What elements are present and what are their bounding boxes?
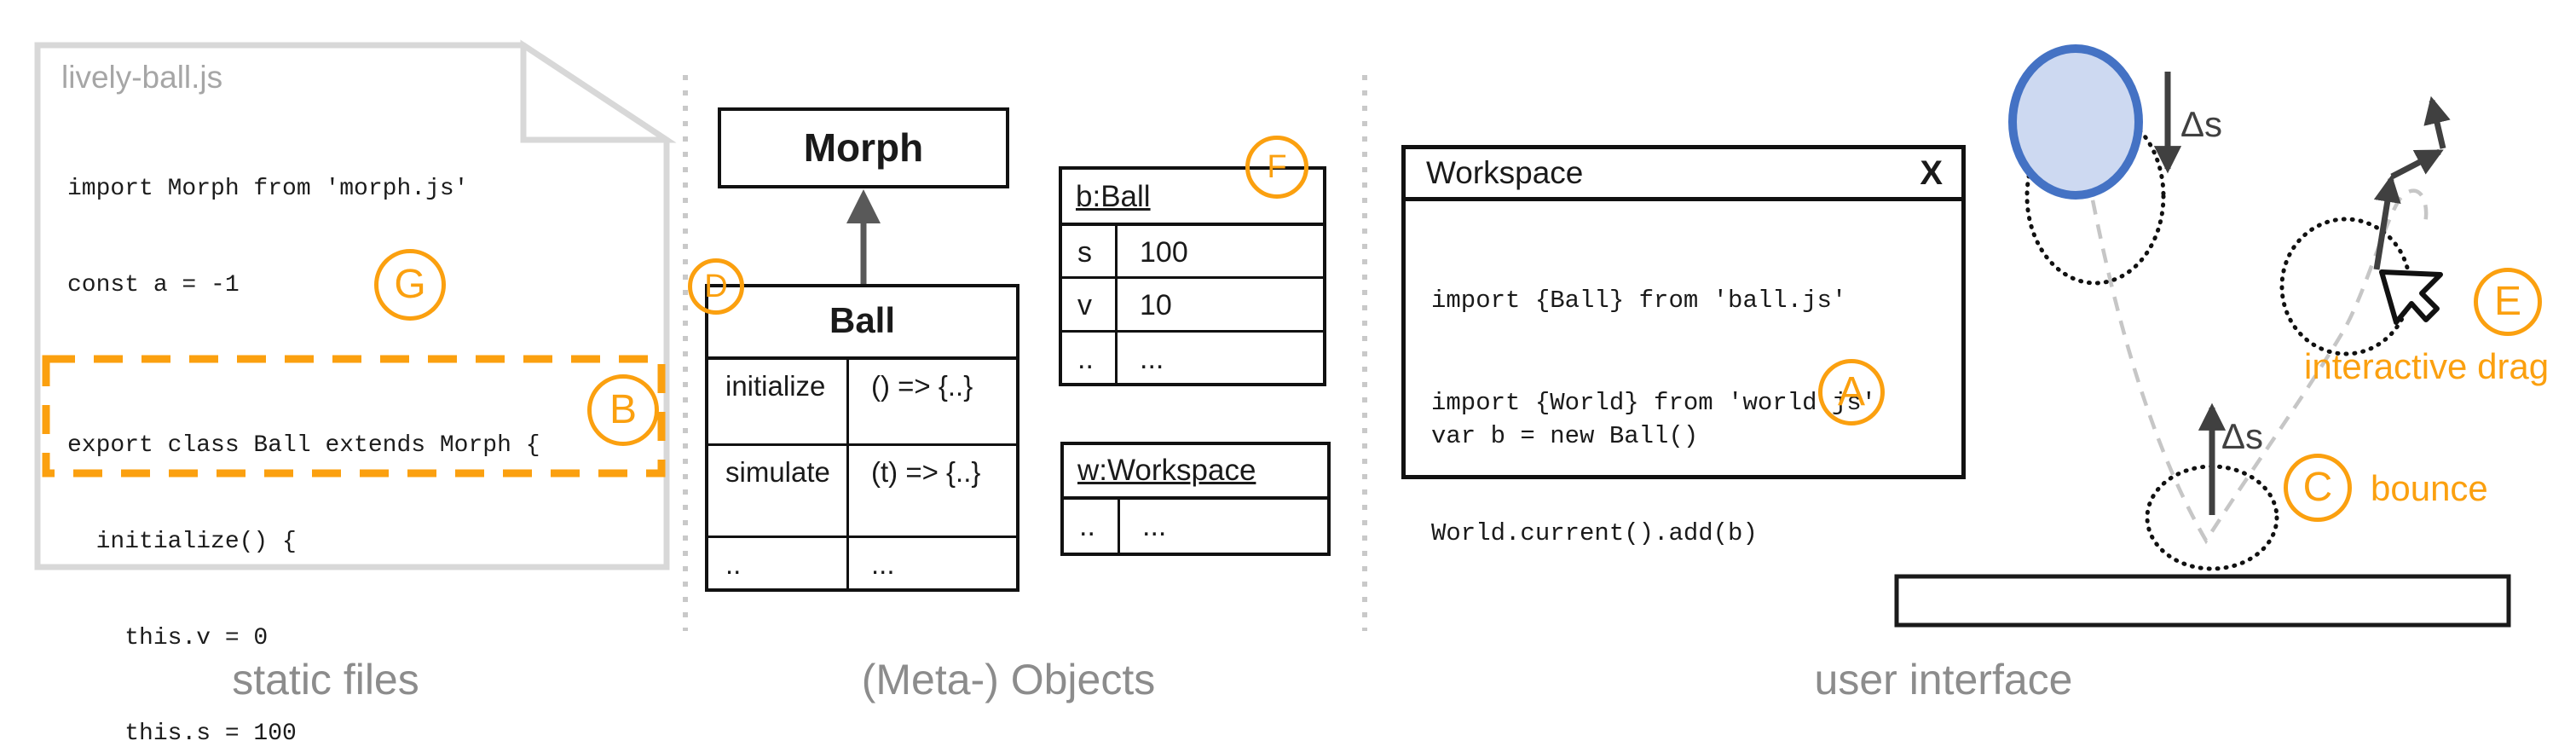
section-label-user-interface: user interface bbox=[1814, 656, 2073, 703]
method-value-cell: (t) => {..} bbox=[871, 456, 981, 488]
table-row: v 10 bbox=[1062, 279, 1323, 333]
code-line: var b = new Ball() bbox=[1431, 422, 1699, 450]
mouse-cursor-icon bbox=[2379, 269, 2443, 325]
code-line: initialize() { bbox=[67, 528, 297, 555]
field-name-cell: v bbox=[1062, 279, 1118, 330]
badge-d: D bbox=[688, 258, 744, 315]
window-title: Workspace bbox=[1426, 155, 1584, 190]
object-header: b:Ball bbox=[1062, 170, 1323, 226]
field-name-cell: .. bbox=[1062, 333, 1118, 383]
badge-a: A bbox=[1818, 359, 1885, 425]
file-sheet bbox=[34, 42, 670, 570]
w-workspace-object-table: w:Workspace .. ... bbox=[1060, 442, 1331, 556]
inheritance-arrow-head-icon bbox=[846, 189, 881, 223]
method-value-cell: () => {..} bbox=[871, 370, 973, 402]
file-code-block: import Morph from 'morph.js' const a = -… bbox=[67, 109, 540, 741]
badge-c: C bbox=[2284, 454, 2352, 522]
highlight-box-simulate bbox=[42, 355, 666, 478]
table-row: .. ... bbox=[1062, 333, 1323, 383]
bounce-label: bounce bbox=[2371, 468, 2488, 508]
field-name-cell: .. bbox=[1064, 500, 1120, 553]
code-line: this.v = 0 bbox=[67, 624, 269, 651]
morph-class-name: Morph bbox=[803, 125, 924, 170]
code-line: World.current().add(b) bbox=[1431, 519, 1758, 547]
badge-g: G bbox=[374, 249, 446, 321]
b-ball-object-table: b:Ball s 100 v 10 .. ... bbox=[1059, 166, 1326, 386]
method-name-cell: simulate bbox=[708, 446, 849, 535]
code-line: import {Ball} from 'ball.js' bbox=[1431, 287, 1847, 315]
close-button[interactable]: X bbox=[1920, 153, 1943, 192]
method-name-cell: initialize bbox=[708, 360, 849, 443]
method-name-cell: .. bbox=[708, 538, 849, 588]
drag-vector-1 bbox=[2373, 174, 2401, 270]
trajectory-path bbox=[2069, 78, 2429, 545]
table-row: .. ... bbox=[1064, 500, 1327, 553]
morph-class-box: Morph bbox=[718, 107, 1009, 188]
field-value-cell: ... bbox=[1140, 343, 1164, 375]
table-row: .. ... bbox=[708, 538, 1016, 588]
object-name: w:Workspace bbox=[1077, 454, 1256, 487]
section-label-static-files: static files bbox=[232, 656, 419, 703]
drag-vector-3 bbox=[2423, 96, 2451, 149]
object-name: b:Ball bbox=[1076, 180, 1151, 213]
code-line: const a = -1 bbox=[67, 271, 240, 298]
badge-f: F bbox=[1245, 136, 1308, 199]
badge-b: B bbox=[587, 374, 659, 446]
code-line: import Morph from 'morph.js' bbox=[67, 176, 469, 203]
workspace-window: Workspace X import {Ball} from 'ball.js'… bbox=[1401, 145, 1966, 547]
ball-class-table: Ball initialize () => {..} simulate (t) … bbox=[705, 284, 1019, 592]
ball-shape bbox=[2008, 44, 2143, 200]
interactive-drag-label: interactive drag bbox=[2304, 346, 2550, 386]
object-header: w:Workspace bbox=[1064, 445, 1327, 500]
field-name-cell: s bbox=[1062, 226, 1118, 276]
table-row: simulate (t) => {..} bbox=[708, 446, 1016, 538]
workspace-highlighted-code[interactable]: var b = new Ball() World.current().add(b… bbox=[1431, 356, 1758, 615]
drag-vector-2 bbox=[2390, 148, 2444, 180]
table-row: initialize () => {..} bbox=[708, 360, 1016, 446]
ball-class-name: Ball bbox=[708, 287, 1016, 360]
delta-s-top-label: Δs bbox=[2180, 104, 2223, 144]
delta-s-bottom-label: Δs bbox=[2221, 416, 2264, 456]
field-value-cell: 10 bbox=[1140, 289, 1172, 321]
table-row: s 100 bbox=[1062, 226, 1323, 279]
workspace-titlebar[interactable]: Workspace X bbox=[1406, 149, 1961, 201]
badge-e: E bbox=[2474, 268, 2542, 336]
field-value-cell: ... bbox=[1142, 510, 1167, 542]
ground-rect bbox=[1894, 574, 2511, 628]
field-value-cell: 100 bbox=[1140, 236, 1188, 269]
section-label-meta-objects: (Meta-) Objects bbox=[861, 656, 1156, 703]
file-name: lively-ball.js bbox=[61, 60, 223, 95]
code-line: export class Ball extends Morph { bbox=[67, 431, 540, 459]
file-fold-corner-icon bbox=[520, 39, 677, 143]
method-value-cell: ... bbox=[871, 548, 895, 580]
code-line: this.s = 100 bbox=[67, 721, 297, 741]
